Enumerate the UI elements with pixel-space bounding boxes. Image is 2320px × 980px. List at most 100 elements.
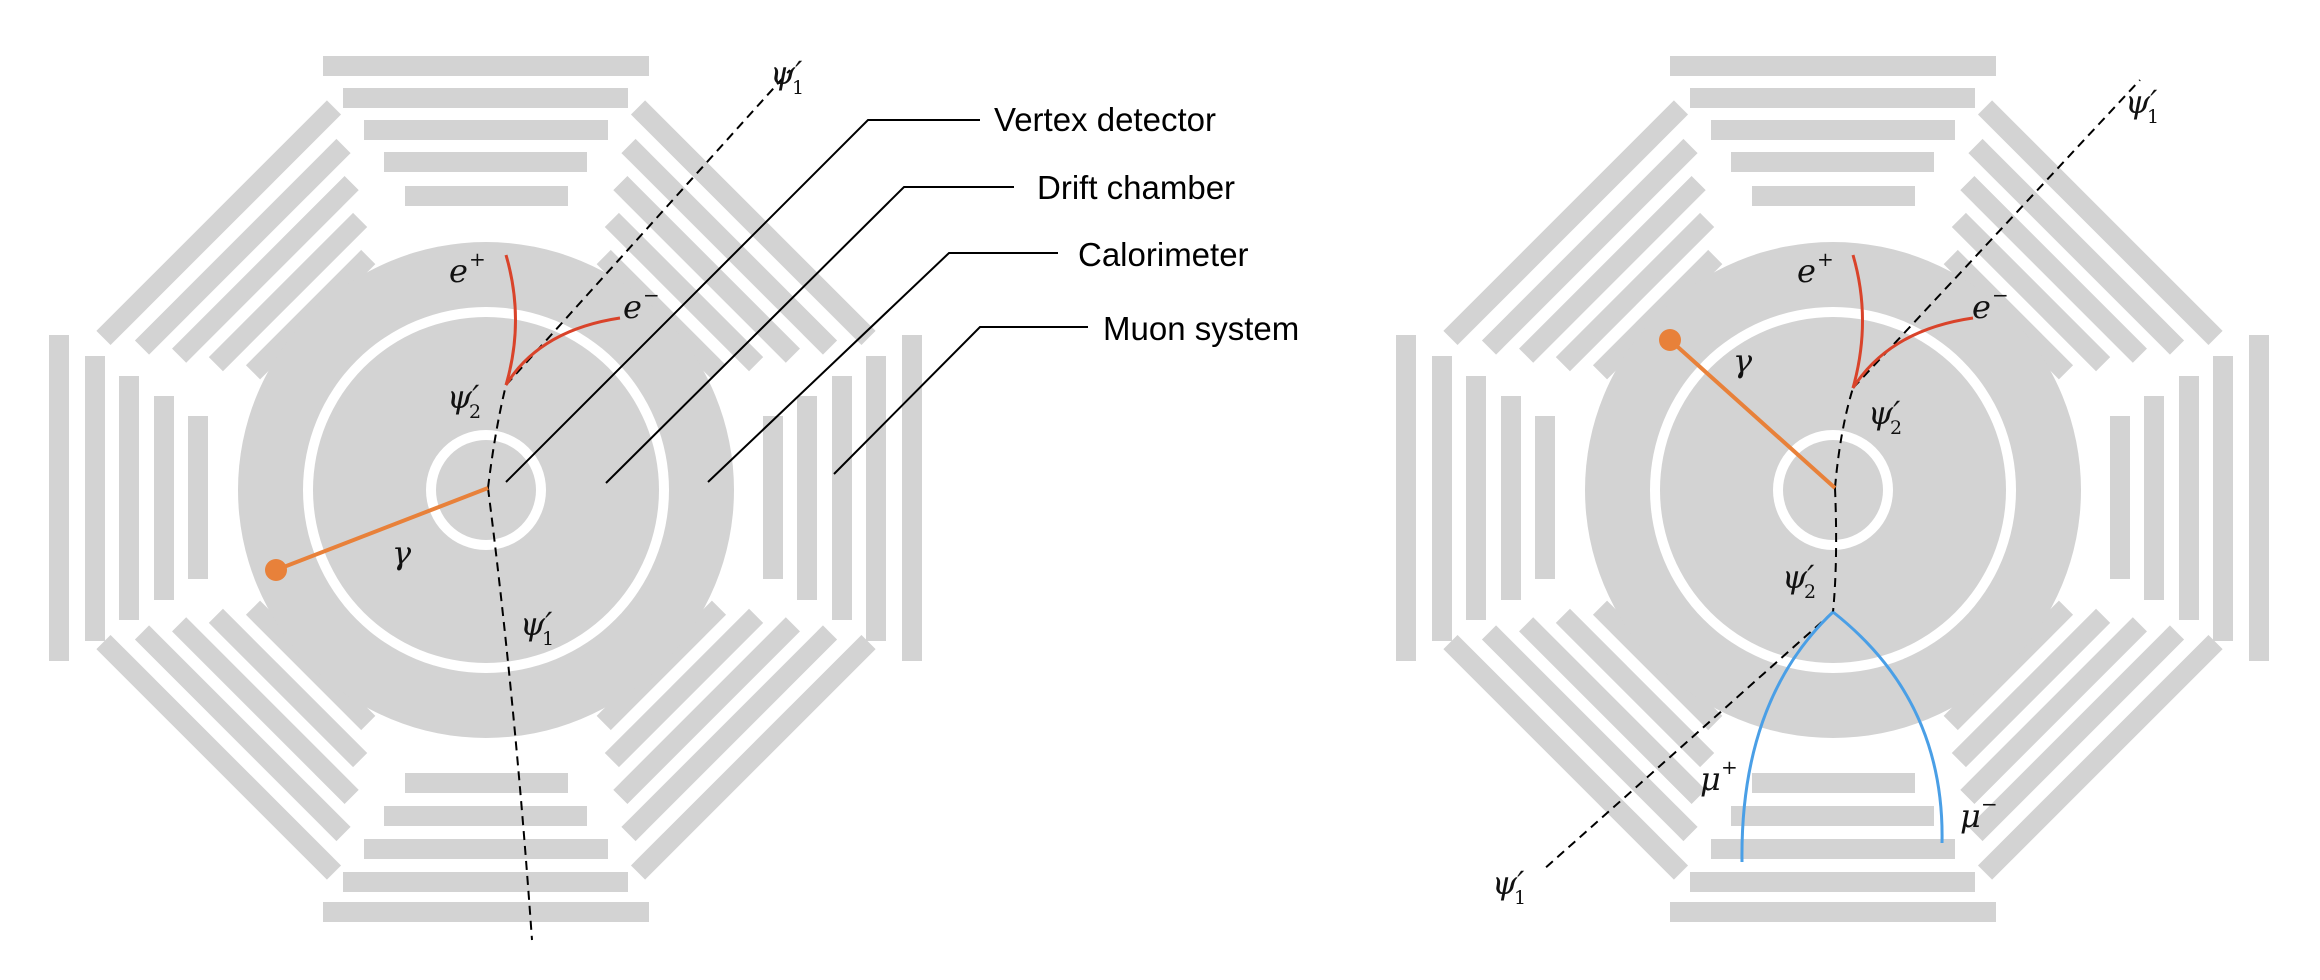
- muon-bar: [1555, 608, 1715, 768]
- photon-track-left: [275, 486, 489, 572]
- electron-track-right: [1851, 316, 1974, 389]
- muon-bar: [1501, 396, 1521, 600]
- photon-track-right: [1668, 338, 1837, 490]
- muon-bar: [134, 138, 351, 355]
- muon-bar: [604, 212, 764, 372]
- callout-lines: [505, 119, 1088, 484]
- muon-bar: [630, 634, 876, 880]
- svg-text:2: 2: [469, 401, 481, 423]
- muon-bar: [1977, 100, 2223, 346]
- right-detector: ψ′ 1 ψ′ 1 ψ′ 2 ψ′ 2 e + e − γ μ + μ: [1396, 56, 2269, 922]
- muon-bar: [245, 249, 376, 380]
- muon-bar: [1711, 120, 1955, 140]
- positron-label-left: e +: [449, 247, 486, 290]
- psi2-track-left: [487, 384, 507, 489]
- muon-bar: [1443, 634, 1689, 880]
- muon-callout-line: [833, 326, 1088, 475]
- muon-bar: [2249, 335, 2269, 661]
- svg-text:+: +: [1817, 247, 1834, 271]
- photon-hit-left: [265, 559, 287, 581]
- muon-bar: [85, 356, 105, 641]
- muon-bar: [1960, 617, 2147, 804]
- vertex-callout-line: [505, 119, 980, 483]
- muon-bar: [1670, 56, 1996, 76]
- muon-diagonals-left: [96, 100, 876, 880]
- muon-bar: [134, 625, 351, 842]
- svg-text:μ: μ: [1960, 797, 1981, 835]
- muon-bar: [2144, 396, 2164, 600]
- muon-bar: [405, 773, 568, 793]
- electron-track-left: [504, 254, 517, 386]
- psi2-label-right-lower: ψ′ 2: [1782, 558, 1816, 603]
- svg-text:−: −: [643, 283, 660, 307]
- svg-text:ψ′: ψ′: [1492, 864, 1525, 902]
- muon-bar: [384, 152, 587, 172]
- vertex-detector-label: Vertex detector: [994, 101, 1216, 138]
- svg-text:1: 1: [2147, 106, 2159, 128]
- svg-text:1: 1: [1514, 887, 1526, 909]
- svg-text:ψ′: ψ′: [1868, 394, 1901, 432]
- muon-bar: [596, 600, 727, 731]
- psi2-label-left: ψ′ 2: [447, 378, 481, 423]
- psi2-label-right-upper: ψ′ 2: [1868, 394, 1902, 439]
- muon-bar: [245, 600, 376, 731]
- positron-track-left: [504, 316, 621, 386]
- muon-bar: [902, 335, 922, 661]
- muon-bar: [1731, 806, 1934, 826]
- muon-bar: [1968, 138, 2185, 355]
- muon-bar: [1535, 416, 1555, 579]
- muon-bar: [621, 138, 838, 355]
- muon-bar: [323, 56, 649, 76]
- svg-text:2: 2: [1890, 417, 1902, 439]
- muon-bar: [119, 376, 139, 620]
- muon-bar: [832, 376, 852, 620]
- muon-bar: [343, 88, 628, 108]
- muon-bar: [596, 249, 727, 380]
- muon-bar: [208, 212, 368, 372]
- svg-text:+: +: [1721, 755, 1738, 779]
- svg-text:ψ′: ψ′: [1782, 558, 1815, 596]
- muon-bar: [613, 617, 800, 804]
- muon-bar: [621, 625, 838, 842]
- muon-bar: [172, 176, 359, 363]
- psi2-track-lower-right: [1832, 487, 1838, 613]
- positron-label-right: e +: [1797, 247, 1834, 290]
- muon-bar: [188, 416, 208, 579]
- muon-plus-label-right: μ +: [1700, 755, 1738, 798]
- muon-bar: [96, 634, 342, 880]
- muon-bar: [405, 186, 568, 206]
- muon-bar: [797, 396, 817, 600]
- muon-system-label: Muon system: [1103, 310, 1299, 347]
- gamma-label-left: γ: [392, 534, 412, 572]
- muon-bar: [1555, 212, 1715, 372]
- svg-text:−: −: [1981, 792, 1998, 816]
- muon-bar: [630, 100, 876, 346]
- psi1-label-bottom-right: ψ′ 1: [1492, 864, 1526, 909]
- muon-bar: [208, 608, 368, 768]
- svg-text:−: −: [1992, 283, 2009, 307]
- svg-text:e: e: [1972, 288, 1991, 326]
- muon-bar: [343, 872, 628, 892]
- svg-text:2: 2: [1804, 581, 1816, 603]
- svg-text:1: 1: [792, 77, 804, 99]
- muon-bar: [154, 396, 174, 600]
- muon-bar: [1711, 839, 1955, 859]
- muon-bar: [2213, 356, 2233, 641]
- psi2-track-upper-right: [1834, 387, 1854, 489]
- muon-minus-track-right: [1832, 610, 1944, 844]
- muon-bar: [1951, 212, 2111, 372]
- calorimeter-label: Calorimeter: [1078, 236, 1249, 273]
- muon-bar: [1432, 356, 1452, 641]
- muon-bar: [1396, 335, 1416, 661]
- electron-label-right: e −: [1972, 283, 2009, 326]
- muon-bar: [2179, 376, 2199, 620]
- muon-bar: [763, 416, 783, 579]
- muon-bar: [1519, 617, 1706, 804]
- muon-bar: [1481, 138, 1698, 355]
- muon-bar: [1670, 902, 1996, 922]
- muon-bar: [1977, 634, 2223, 880]
- svg-text:ψ′: ψ′: [770, 54, 803, 92]
- muon-system-left: [49, 56, 922, 922]
